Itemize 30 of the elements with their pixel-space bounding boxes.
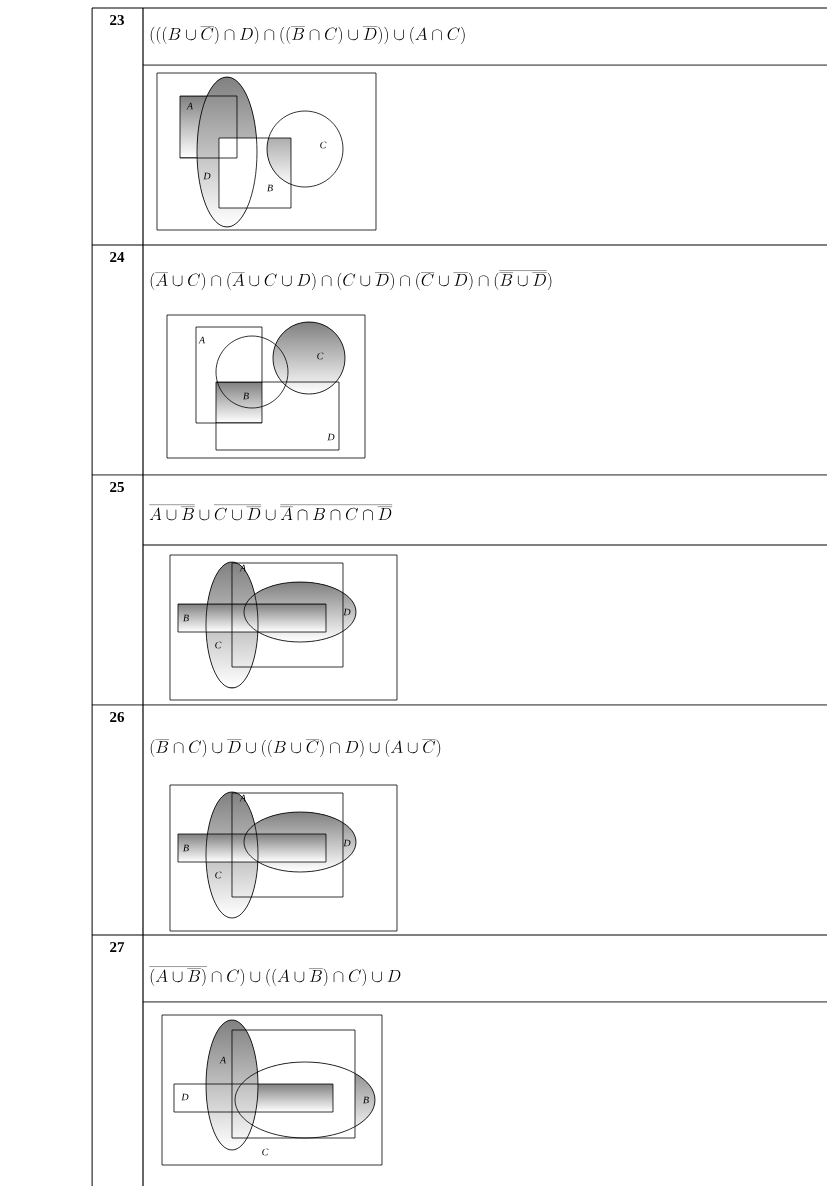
set-label: A [186, 102, 194, 110]
row-number: 27 [110, 942, 125, 952]
set-label: A [239, 794, 247, 802]
set-label: B [363, 1096, 369, 1104]
set-label: A [198, 336, 206, 344]
set-label: B [267, 184, 273, 192]
set-label: D [203, 172, 211, 180]
row-number: 24 [110, 252, 125, 262]
row-number: 26 [110, 711, 125, 723]
set-label: D [181, 1093, 189, 1101]
set-label: C [215, 641, 222, 649]
row-number: 23 [110, 15, 124, 26]
set-formula: $(((B\cup\overline{C})\cap D)\cap((\overline{B}\cap C)\cup\overline{D}))\cup(A\cap C)$ [150, 26, 465, 45]
set-label: C [215, 871, 222, 879]
set-label: C [262, 1148, 269, 1156]
set-label: B [183, 614, 189, 622]
set-label: C [317, 352, 324, 360]
row-number: 25 [110, 481, 124, 493]
set-label: D [327, 433, 335, 441]
set-formula: $(\overline{A}\cup C)\cap(\overline{A}\cup C\cup D)\cap(C\cup\overline{D})\cap(\overline{C}\cup\overline{D})\cap(\overline{\overline{B}\cup\overline{D}})$ [150, 270, 552, 291]
set-formula: $\overline{A\cup\overline{B}}\cup\overline{C\cup\overline{D}}\cup\overline{\overline{A}\cap B\cap C\cap\overline{D}}$ [149, 504, 393, 521]
set-label: B [183, 844, 189, 852]
set-formula: $\overline{(A\cup\overline{B})}\cap C)\cup((A\cup\overline{B})\cap C)\cup D$ [149, 966, 401, 987]
set-formula: $(\overline{B}\cap C)\cup\overline{D}\cup((B\cup\overline{C})\cap D)\cup(A\cup\overline{C})$ [150, 739, 441, 758]
set-label: A [239, 564, 247, 572]
set-label: D [343, 839, 351, 847]
set-label: A [219, 1056, 227, 1064]
set-label: C [320, 141, 327, 149]
set-label: B [243, 392, 249, 400]
set-label: D [343, 608, 351, 616]
